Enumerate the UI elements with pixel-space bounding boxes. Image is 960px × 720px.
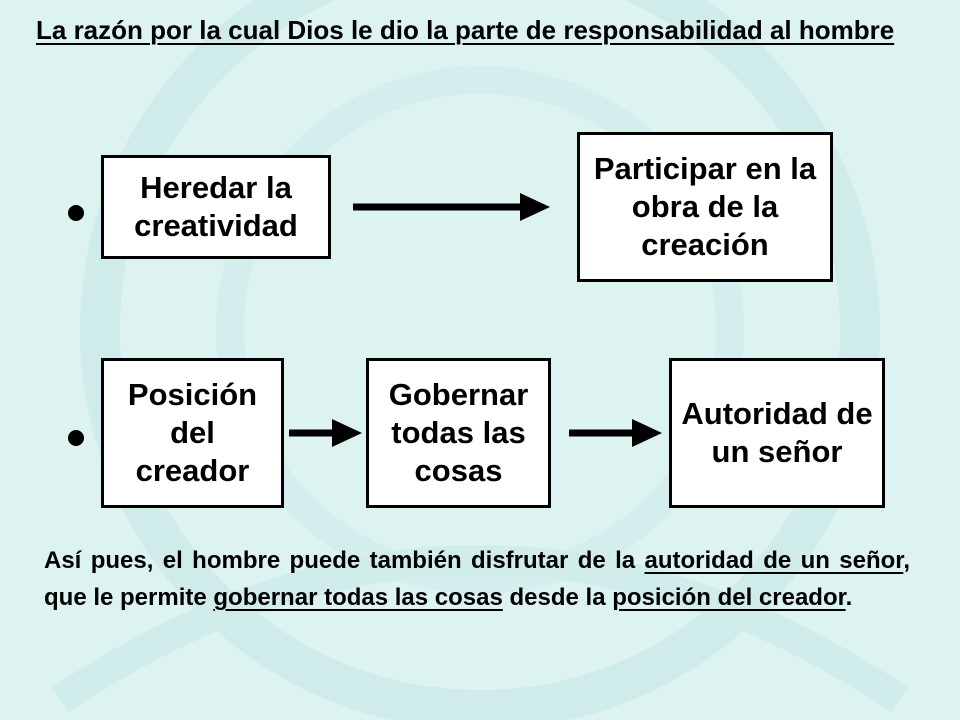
bullet-row-2 <box>68 430 84 446</box>
summary-paragraph: Así pues, el hombre puede también disfru… <box>44 542 910 616</box>
slide-title-text: La razón por la cual Dios le dio la part… <box>36 15 895 45</box>
summary-underline-autoridad: autoridad de un señor <box>644 547 904 574</box>
summary-part-3: desde la <box>502 584 613 611</box>
box-participar-creacion: Participar en la obra de la creación <box>577 132 833 282</box>
summary-underline-gobernar: gobernar todas las cosas <box>213 584 503 611</box>
box-autoridad-senor: Autoridad de un señor <box>669 358 885 508</box>
box-posicion-creador: Posición del creador <box>101 358 284 508</box>
bullet-row-1 <box>68 205 84 221</box>
summary-part-2: , que le permite <box>44 547 910 611</box>
summary-part-1: Así pues, el hombre puede también disfru… <box>44 547 645 574</box>
summary-underline-posicion: posición del creador <box>612 584 846 611</box>
summary-part-4: . <box>845 584 853 611</box>
box-gobernar-cosas: Gobernar todas las cosas <box>366 358 551 508</box>
box-heredar-creatividad: Heredar la creatividad <box>101 155 331 259</box>
slide-title: La razón por la cual Dios le dio la part… <box>36 12 948 49</box>
